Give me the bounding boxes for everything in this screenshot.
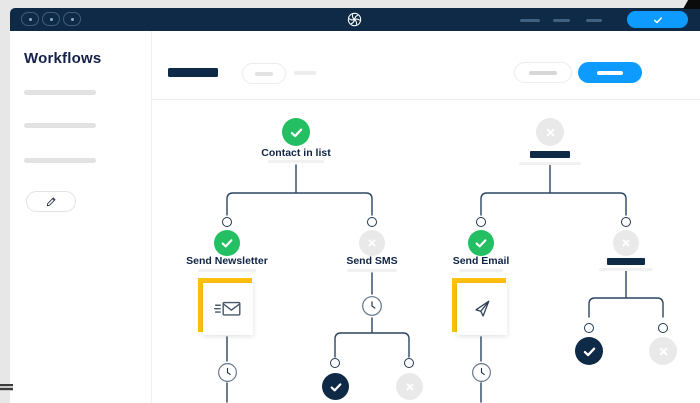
node-label-send-sms: Send SMS bbox=[346, 255, 398, 267]
wait-step-clock-icon[interactable] bbox=[361, 295, 383, 317]
x-icon bbox=[368, 239, 376, 247]
contact-in-list-status-node[interactable] bbox=[282, 118, 310, 146]
workflow-list-item-placeholder bbox=[24, 123, 96, 128]
newsletter-envelope-icon bbox=[213, 301, 241, 316]
sms-child-selected-node[interactable] bbox=[322, 373, 349, 400]
branch-point bbox=[584, 323, 594, 333]
branch-point bbox=[404, 358, 414, 368]
branch-point bbox=[367, 217, 377, 227]
node-label-send-newsletter: Send Newsletter bbox=[186, 255, 268, 267]
toolbar-divider bbox=[152, 99, 700, 100]
wait-step-clock-icon[interactable] bbox=[217, 362, 238, 383]
pinwheel-logo-icon bbox=[347, 12, 362, 27]
workflow-list-item-placeholder bbox=[24, 90, 96, 95]
check-icon bbox=[583, 347, 595, 356]
workflow-list-item-placeholder bbox=[24, 158, 96, 163]
send-email-status-node[interactable] bbox=[468, 230, 494, 256]
top-navigation-bar bbox=[10, 8, 700, 31]
screen-corner-artifact bbox=[683, 0, 700, 9]
right-root-status-node[interactable] bbox=[536, 118, 564, 146]
window-control-button[interactable] bbox=[63, 12, 81, 26]
nav-item-placeholder bbox=[586, 19, 602, 22]
sidebar: Workflows bbox=[10, 31, 152, 403]
send-email-card[interactable] bbox=[452, 278, 508, 336]
node-label-send-email: Send Email bbox=[452, 255, 510, 267]
paper-plane-icon bbox=[475, 300, 490, 317]
nav-item-placeholder bbox=[553, 19, 570, 22]
window-control-button[interactable] bbox=[21, 12, 39, 26]
button-label-placeholder bbox=[255, 71, 273, 76]
node-label-placeholder bbox=[530, 151, 570, 158]
check-icon bbox=[475, 239, 487, 248]
check-icon bbox=[653, 16, 662, 23]
right-child-inactive-node[interactable] bbox=[649, 337, 677, 365]
workflow-title-placeholder bbox=[168, 68, 218, 77]
x-icon bbox=[622, 239, 630, 247]
check-icon bbox=[221, 239, 233, 248]
toolbar-secondary-button[interactable] bbox=[242, 63, 286, 84]
card-body bbox=[457, 283, 507, 335]
check-icon bbox=[330, 382, 341, 391]
x-icon bbox=[546, 128, 554, 136]
card-highlight-frame bbox=[452, 278, 506, 332]
node-label-contact-in-list: Contact in list bbox=[261, 147, 331, 159]
node-label-placeholder bbox=[607, 258, 645, 265]
dot-icon bbox=[49, 17, 53, 21]
send-newsletter-card[interactable] bbox=[198, 278, 254, 336]
label-subtext-placeholder bbox=[268, 160, 324, 163]
right-branch-inactive-node[interactable] bbox=[613, 230, 639, 256]
dot-icon bbox=[28, 17, 32, 21]
nav-item-placeholder bbox=[520, 19, 540, 22]
window-control-button[interactable] bbox=[42, 12, 60, 26]
label-subtext-placeholder bbox=[347, 269, 397, 272]
sms-child-inactive-node[interactable] bbox=[396, 373, 423, 400]
button-label-placeholder bbox=[597, 70, 623, 75]
confirm-button[interactable] bbox=[627, 11, 688, 28]
toolbar-primary-button[interactable] bbox=[578, 62, 642, 83]
branch-point bbox=[621, 217, 631, 227]
dot-icon bbox=[70, 17, 74, 21]
edit-workflow-button[interactable] bbox=[26, 191, 76, 212]
sidebar-title: Workflows bbox=[24, 50, 102, 67]
toolbar-text-placeholder bbox=[294, 71, 316, 75]
branch-point bbox=[222, 217, 232, 227]
card-highlight-frame bbox=[198, 278, 252, 332]
label-subtext-placeholder bbox=[198, 269, 256, 272]
label-subtext-placeholder bbox=[519, 162, 581, 165]
send-sms-status-node[interactable] bbox=[359, 230, 385, 256]
branch-point bbox=[658, 323, 668, 333]
x-icon bbox=[659, 347, 667, 355]
window-controls bbox=[21, 12, 81, 26]
right-child-selected-node[interactable] bbox=[575, 337, 603, 365]
check-icon bbox=[290, 128, 302, 137]
label-subtext-placeholder bbox=[599, 268, 653, 271]
card-body bbox=[203, 283, 253, 335]
screen-edge-artifact bbox=[0, 384, 13, 391]
send-newsletter-status-node[interactable] bbox=[214, 230, 240, 256]
wait-step-clock-icon[interactable] bbox=[471, 362, 492, 383]
workflow-canvas-area bbox=[152, 31, 700, 403]
pencil-icon bbox=[46, 197, 55, 207]
branch-point bbox=[476, 217, 486, 227]
branch-point bbox=[330, 358, 340, 368]
toolbar-outline-button[interactable] bbox=[514, 62, 572, 83]
label-subtext-placeholder bbox=[459, 269, 503, 272]
x-icon bbox=[406, 383, 413, 390]
button-label-placeholder bbox=[529, 70, 557, 75]
